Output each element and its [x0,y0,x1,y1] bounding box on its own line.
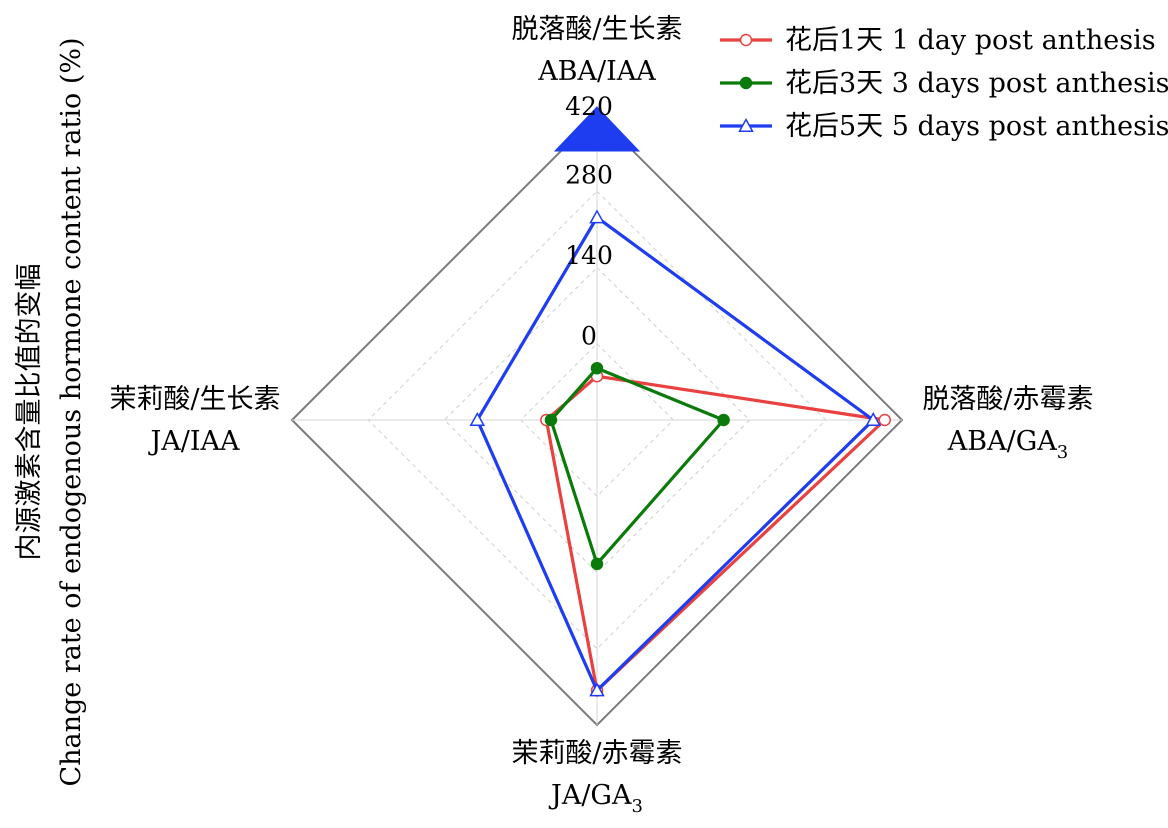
axis-label-en: ABA/IAA [537,56,656,87]
data-point [590,361,604,375]
data-point [590,557,604,571]
axis-label-4: 茉莉酸/生长素 JA/IAA [109,384,280,457]
radial-tick-label: 0 [581,322,597,351]
legend-item-1: 花后1天 1 day post anthesis [720,25,1156,56]
series-line [549,366,726,566]
axis-label-cn: 茉莉酸/赤霉素 [511,738,682,769]
series-2 [544,361,730,571]
series-3 [469,209,882,697]
legend-marker [739,76,753,90]
legend-label: 花后3天 3 days post anthesis [785,68,1168,99]
axis-label-3: 茉莉酸/赤霉素 JA/GA3 [511,738,682,817]
legend-item-3: 花后5天 5 days post anthesis [720,111,1168,142]
data-point [589,682,605,697]
legend-item-2: 花后3天 3 days post anthesis [720,68,1168,99]
axis-label-en: JA/IAA [147,426,240,457]
data-point [717,413,730,427]
axis-label-cn: 脱落酸/生长素 [511,14,682,45]
axis-label-en: JA/GA3 [548,780,643,817]
legend: 花后1天 1 day post anthesis 花后3天 3 days post… [720,25,1168,142]
overflow-marker [553,106,641,152]
data-point [865,411,882,426]
legend-label: 花后5天 5 days post anthesis [785,111,1168,142]
legend-marker [739,33,753,47]
data-point [878,413,891,427]
axis-label-cn: 茉莉酸/生长素 [109,384,280,415]
data-point [469,411,486,426]
radial-tick-label: 420 [565,92,613,121]
radar-axis-labels: 脱落酸/生长素 ABA/IAA 脱落酸/赤霉素 ABA/GA3 茉莉酸/赤霉素 JA/GA… [109,14,1093,817]
radial-tick-label: 280 [565,161,613,190]
axis-label-cn: 脱落酸/赤霉素 [922,384,1093,415]
data-point [544,413,558,427]
axis-label-1: 脱落酸/生长素 ABA/IAA [511,14,682,87]
ylabel-en: Change rate of endogenous hormone conten… [56,37,87,786]
data-point [589,209,605,224]
axis-label-en: ABA/GA3 [947,426,1068,463]
radial-tick-labels: 0 140 280 420 [565,92,613,351]
radar-series [469,106,891,697]
y-axis-title: 内源激素含量比值的变幅 Change rate of endogenous hor… [14,37,87,786]
axis-label-2: 脱落酸/赤霉素 ABA/GA3 [922,384,1093,463]
series-line [475,215,875,693]
radial-tick-label: 140 [565,241,613,270]
legend-label: 花后1天 1 day post anthesis [785,25,1156,56]
ylabel-cn: 内源激素含量比值的变幅 [14,264,45,561]
radar-axis-lines [292,115,902,725]
legend-marker [738,117,754,132]
